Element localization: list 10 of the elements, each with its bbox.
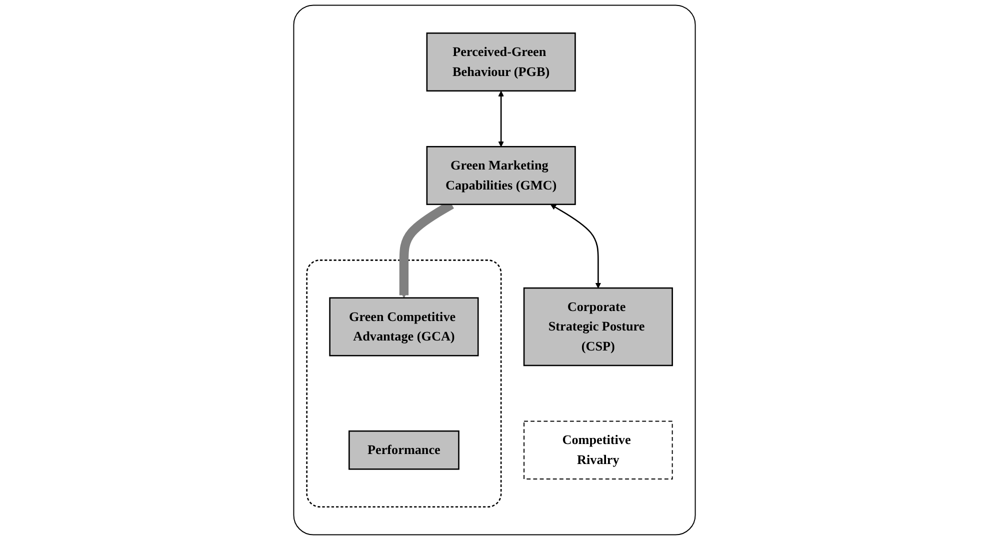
- node-box: Competitive Rivalry: [524, 420, 673, 480]
- node-box: Corporate Strategic Posture (CSP): [523, 287, 673, 366]
- node-box: Green Marketing Capabilities (GMC): [426, 146, 576, 206]
- cluster: [293, 4, 696, 536]
- node-box: Green Competitive Advantage (GCA): [329, 297, 479, 356]
- arrow: [550, 204, 602, 288]
- node-box: Perceived-Green Behaviour (PGB): [426, 32, 576, 92]
- node-box: Performance: [348, 430, 460, 470]
- arrow: [498, 90, 504, 147]
- cluster: [306, 260, 502, 508]
